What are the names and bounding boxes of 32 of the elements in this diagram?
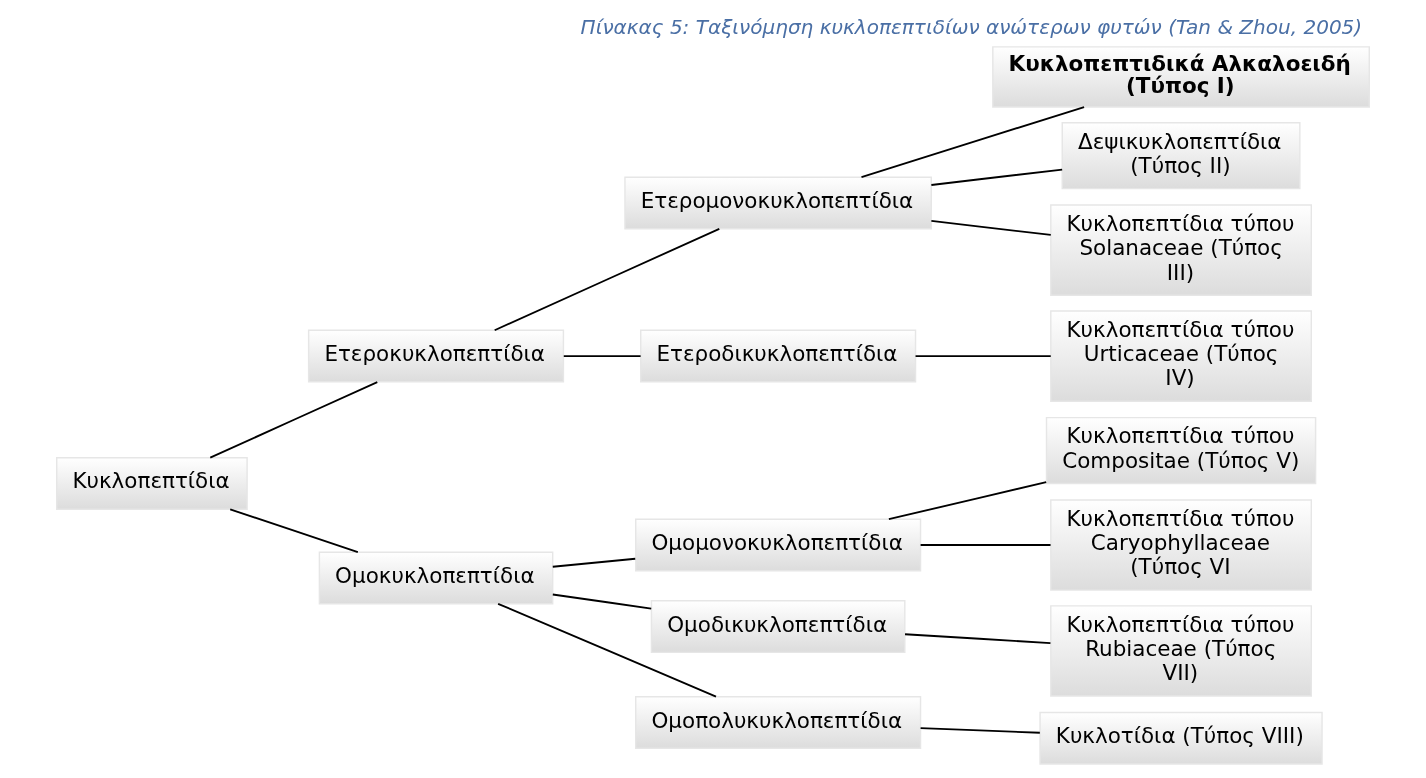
- node-box: Κυκλοπεπτίδια τύπου Compositae (Τύπος V): [1045, 416, 1317, 485]
- connector: [209, 381, 379, 459]
- connector: [860, 106, 1085, 179]
- connector: [919, 727, 1041, 734]
- connector: [930, 168, 1064, 186]
- connector: [551, 557, 637, 568]
- node-box: Κυκλοπεπτίδια τύπου Solanaceae (Τύπος III): [1050, 204, 1312, 296]
- connector: [229, 508, 359, 554]
- node-box: Κυκλοπεπτίδια τύπου Caryophyllaceae (Τύπος VI: [1050, 499, 1312, 591]
- node-box: Δεψικυκλοπεπτίδια (Τύπος II): [1061, 122, 1301, 190]
- node-box: Ετεροκυκλοπεπτίδια: [307, 329, 565, 383]
- node-box: Ομοδικυκλοπεπτίδια: [650, 600, 906, 654]
- node-box: Ετεροδικυκλοπεπτίδια: [640, 329, 917, 383]
- connector: [919, 544, 1052, 546]
- connector: [914, 355, 1052, 357]
- node-box: Ομομονοκυκλοπεπτίδια: [635, 518, 922, 572]
- node-box: Κυκλοπεπτίδια: [56, 457, 248, 510]
- node-box: Κυκλοπεπτιδικά Αλκαλοειδή (Τύπος I): [992, 46, 1370, 108]
- connector: [930, 219, 1052, 236]
- connector: [497, 602, 717, 698]
- node-box: Κυκλοπεπτίδια τύπου Rubiaceae (Τύπος VII): [1050, 605, 1312, 697]
- connector: [904, 633, 1052, 644]
- connector: [887, 481, 1048, 521]
- node-box: Ομοπολυκυκλοπεπτίδια: [635, 696, 922, 749]
- connector: [493, 227, 721, 332]
- node-box: Κυκλοτίδια (Τύπος VIII): [1039, 711, 1323, 765]
- connector: [551, 593, 653, 610]
- node-box: Ετερομονοκυκλοπεπτίδια: [624, 176, 932, 230]
- node-box: Κυκλοπεπτίδια τύπου Urticaceae (Τύπος IV): [1050, 310, 1312, 402]
- connector: [562, 355, 642, 357]
- diagram-title: Πίνακας 5: Ταξινόμηση κυκλοπεπτιδίων ανώτερων φυτών (Tan & Zhou, 2005): [580, 15, 1363, 40]
- node-box: Ομοκυκλοπεπτίδια: [318, 551, 554, 605]
